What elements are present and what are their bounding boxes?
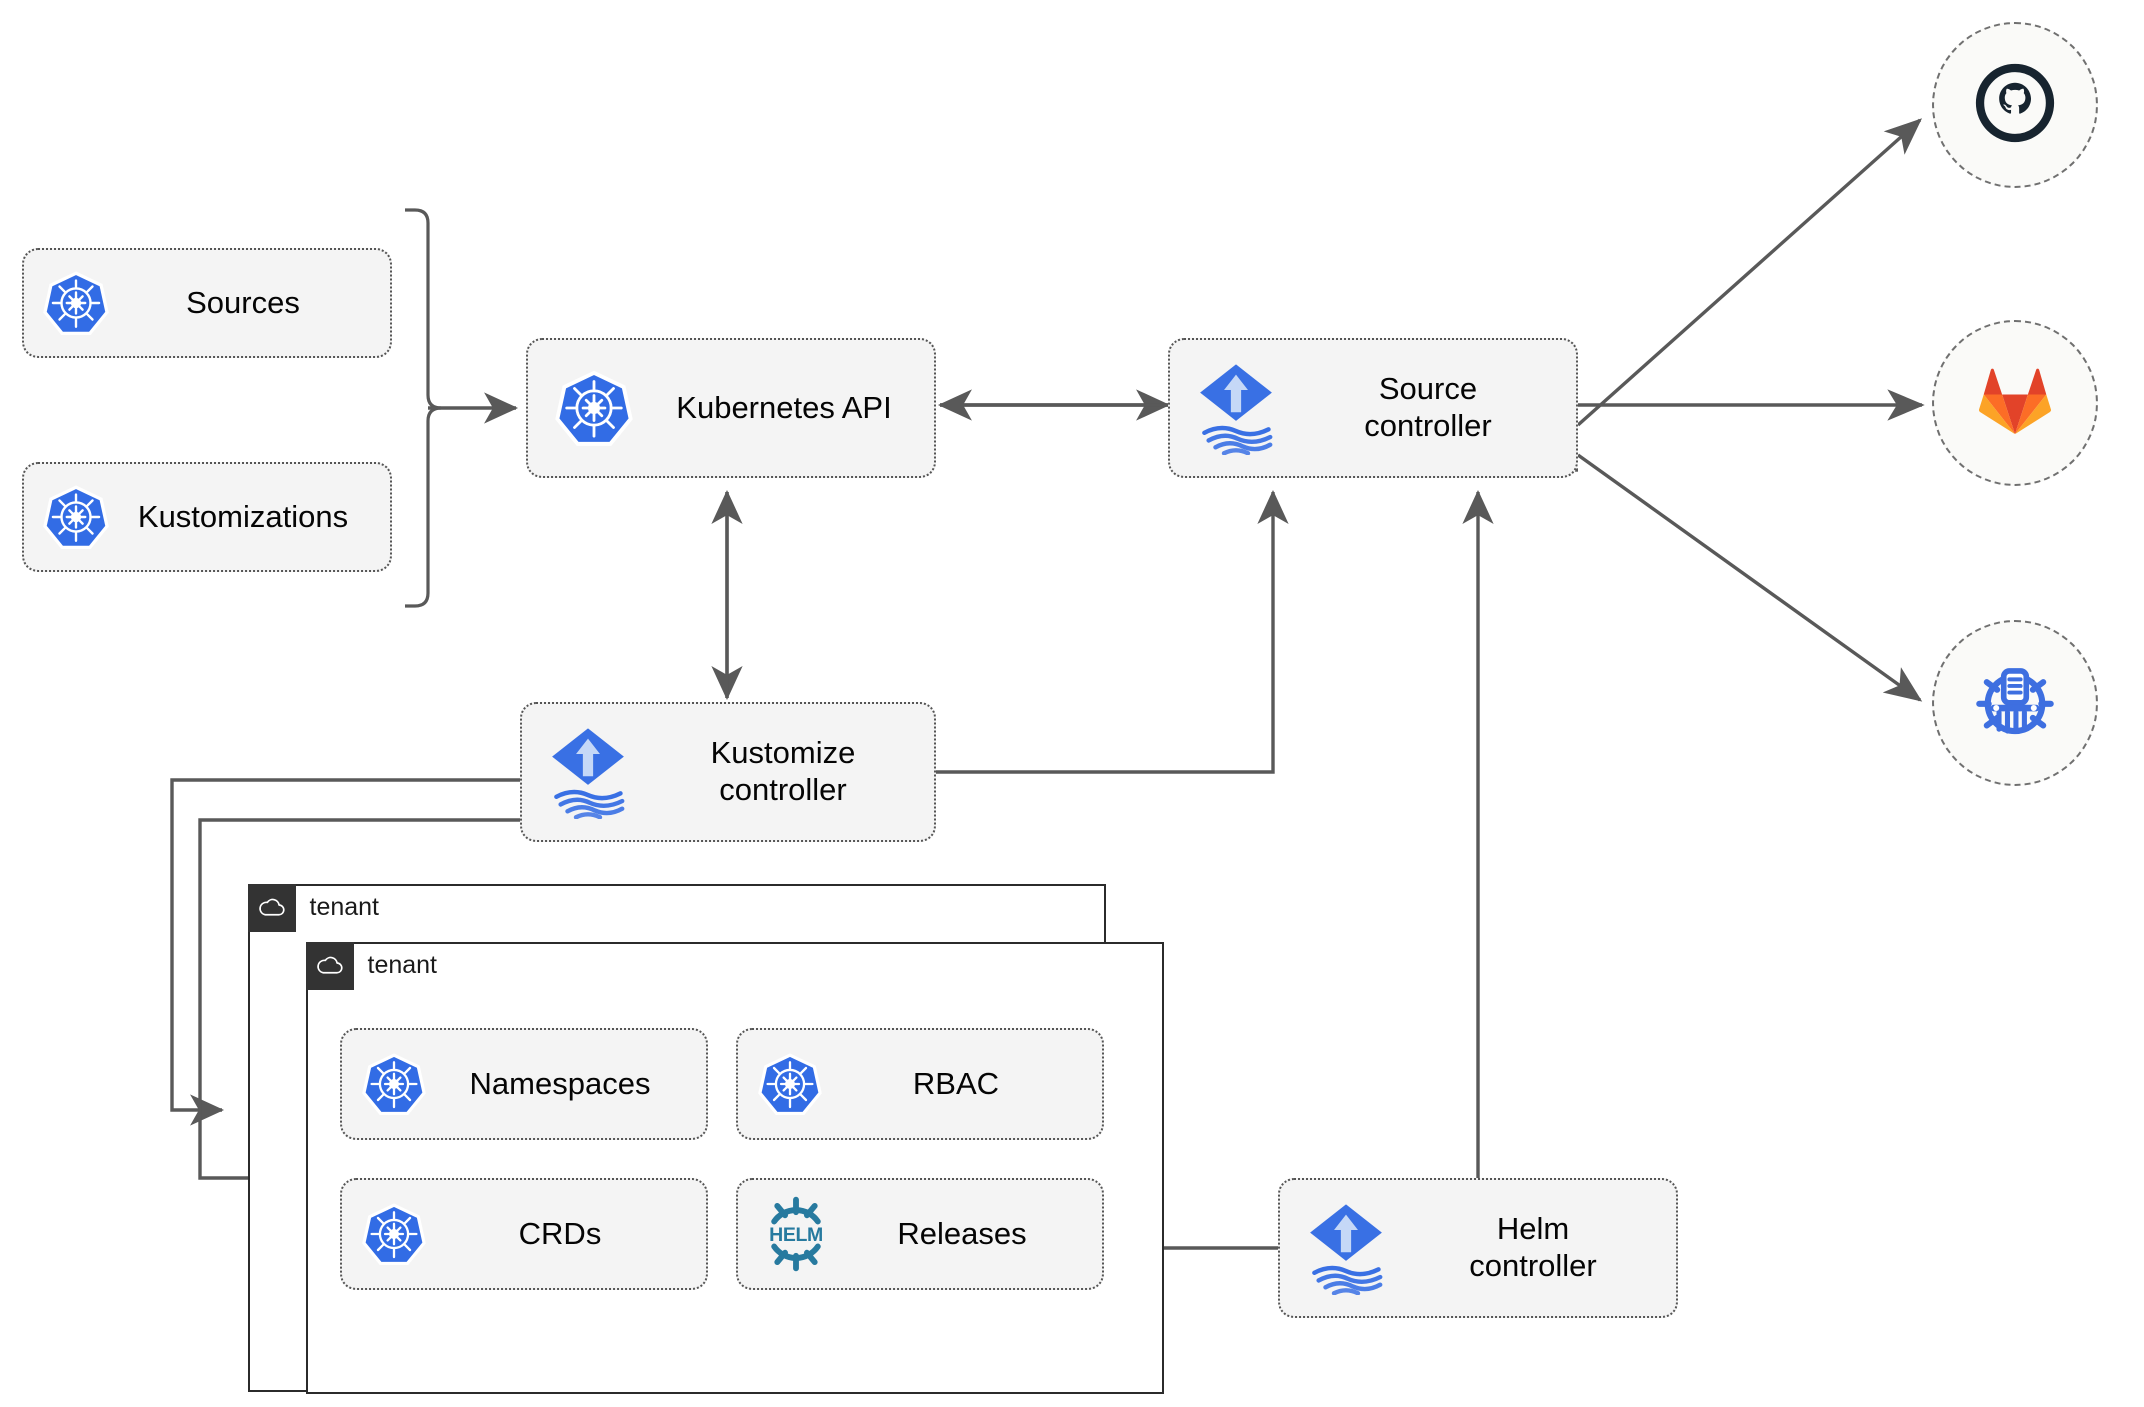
kubernetes-icon	[554, 368, 634, 448]
wire-source-to-bucket	[1577, 453, 1923, 702]
cloud-icon	[305, 941, 354, 990]
kubernetes-icon	[360, 1050, 428, 1118]
card-helm-controller[interactable]: Helm controller	[1278, 1178, 1678, 1318]
card-label: Releases	[897, 1215, 1027, 1251]
card-label: Kustomizations	[137, 498, 349, 534]
flux-icon	[1302, 1200, 1390, 1296]
card-label: Kubernetes API	[676, 389, 892, 425]
card-releases[interactable]: HELM Releases	[736, 1178, 1104, 1290]
card-label: Sources	[186, 284, 300, 320]
flux-icon	[544, 724, 632, 820]
wire-source-to-github	[1576, 118, 1923, 427]
card-label: Source controller	[1364, 371, 1492, 443]
card-rbac[interactable]: RBAC	[736, 1028, 1104, 1140]
endpoint-github[interactable]	[1932, 22, 2098, 188]
gitlab-icon	[1969, 355, 2061, 452]
tenant-container-front: tenant	[305, 941, 1164, 1394]
card-source-controller[interactable]: Source controller	[1168, 338, 1578, 478]
card-kustomize-controller[interactable]: Kustomize controller	[520, 702, 936, 842]
tenant-label: tenant	[309, 893, 380, 921]
kubernetes-icon	[42, 483, 110, 551]
card-label: RBAC	[912, 1065, 1000, 1101]
helm-icon: HELM	[756, 1196, 836, 1272]
endpoint-bucket[interactable]	[1932, 620, 2098, 786]
kubernetes-icon	[42, 269, 110, 337]
github-icon	[1969, 57, 2061, 154]
card-label: Namespaces	[469, 1065, 651, 1101]
card-kubernetes-api[interactable]: Kubernetes API	[526, 338, 936, 478]
card-label: Helm controller	[1469, 1211, 1597, 1283]
kubernetes-icon	[360, 1200, 428, 1268]
card-sources[interactable]: Sources	[22, 248, 392, 358]
input-group-bracket	[403, 208, 442, 608]
svg-text:HELM: HELM	[769, 1224, 823, 1246]
card-namespaces[interactable]: Namespaces	[340, 1028, 708, 1140]
endpoint-gitlab[interactable]	[1932, 320, 2098, 486]
tenant-tab: tenant	[247, 883, 380, 932]
card-kustomizations[interactable]: Kustomizations	[22, 462, 392, 572]
card-crds[interactable]: CRDs	[340, 1178, 708, 1290]
wire-kustomize-to-source	[936, 489, 1289, 774]
cloud-icon	[247, 883, 296, 932]
tenant-label: tenant	[367, 951, 438, 979]
kubernetes-icon	[756, 1050, 824, 1118]
tenant-tab: tenant	[305, 941, 438, 990]
card-label: Kustomize controller	[710, 735, 856, 807]
card-label: CRDs	[518, 1215, 602, 1251]
flux-icon	[1192, 360, 1280, 456]
bucket-icon	[1968, 654, 2062, 753]
